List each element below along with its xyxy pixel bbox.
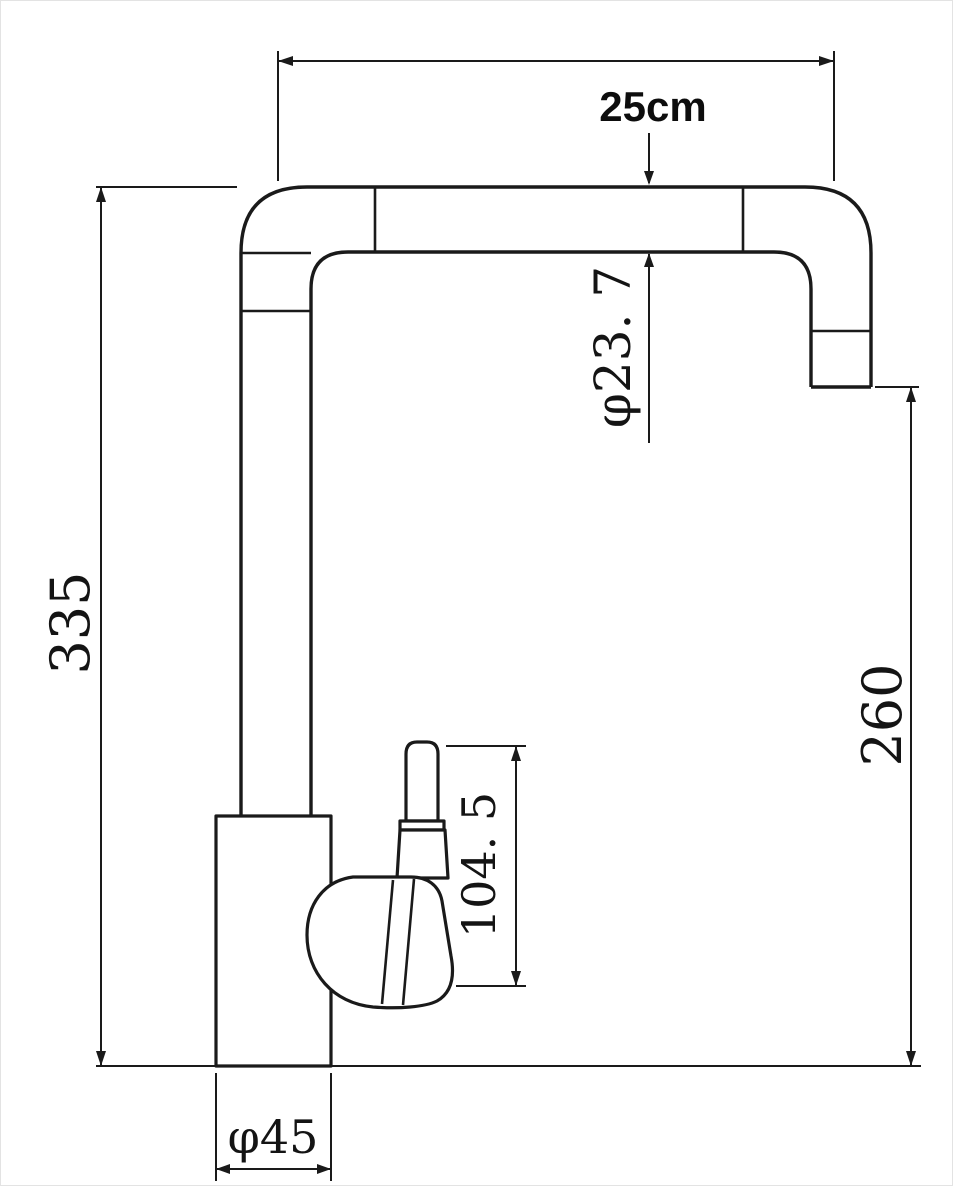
arrowhead [317, 1164, 331, 1174]
dimension-label-spout-height: 260 [851, 663, 914, 766]
dimension-label-handle-length: 104. 5 [452, 792, 506, 938]
arrowhead [644, 253, 654, 267]
dimension-handle-length [446, 745, 526, 987]
dimension-spout-height [875, 386, 919, 1066]
faucet-outer-contour [239, 185, 873, 816]
faucet-inner-contour [309, 250, 813, 816]
dimension-label-overall-height: 335 [39, 571, 102, 674]
faucet-handle [305, 740, 455, 1010]
dimension-pipe-diameter [644, 253, 654, 443]
dimension-label-top-width: 25cm [599, 83, 706, 130]
arrowhead [96, 1051, 106, 1066]
dimension-label-base-diameter: φ45 [228, 1110, 319, 1164]
arrowhead [644, 171, 654, 185]
housing-slot-line-right [401, 878, 416, 1006]
faucet-outline [214, 185, 873, 1068]
handle-lever [404, 740, 440, 823]
dimension-label-pipe-diameter: φ23. 7 [584, 266, 642, 428]
arrowhead [278, 56, 293, 66]
dimension-top-width [277, 51, 835, 185]
arrowhead [819, 56, 834, 66]
arrowhead [906, 387, 916, 402]
handle-grip [395, 828, 450, 880]
handle-joint-housing [305, 875, 455, 1010]
arrowhead [511, 746, 521, 761]
dimension-overall-height [96, 186, 921, 1067]
arrowhead [511, 971, 521, 986]
housing-slot-line-left [380, 879, 395, 1005]
dimension-base-diameter [215, 1073, 332, 1181]
arrowhead [96, 187, 106, 202]
arrowhead [216, 1164, 230, 1174]
arrowhead [906, 1051, 916, 1066]
